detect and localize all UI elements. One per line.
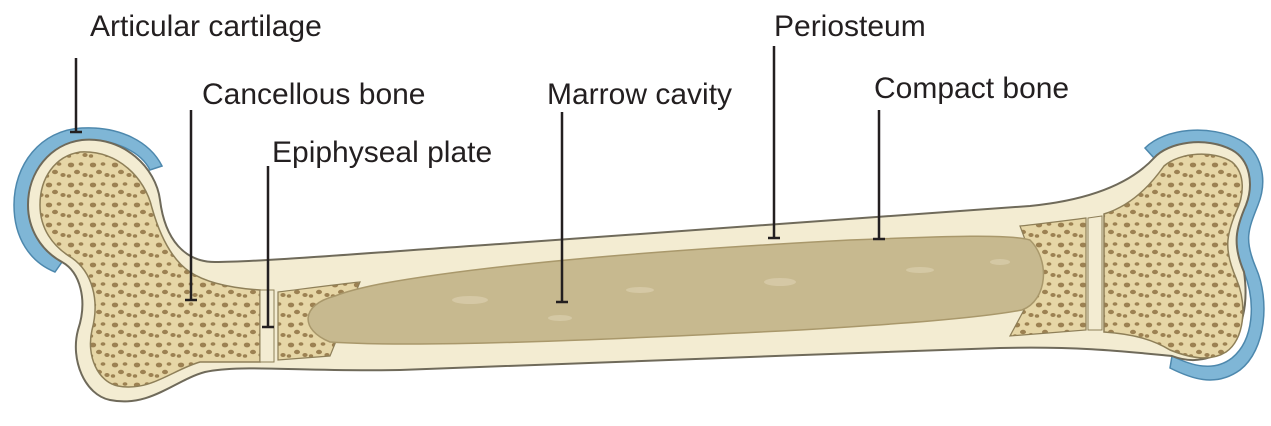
label-epiphyseal-plate: Epiphyseal plate [272,138,492,168]
label-articular-cartilage: Articular cartilage [90,12,322,42]
label-periosteum: Periosteum [774,12,926,42]
right-epiphyseal-line [1088,216,1102,330]
label-compact-bone: Compact bone [874,74,1069,104]
label-cancellous-bone: Cancellous bone [202,80,426,110]
label-marrow-cavity: Marrow cavity [547,80,732,110]
